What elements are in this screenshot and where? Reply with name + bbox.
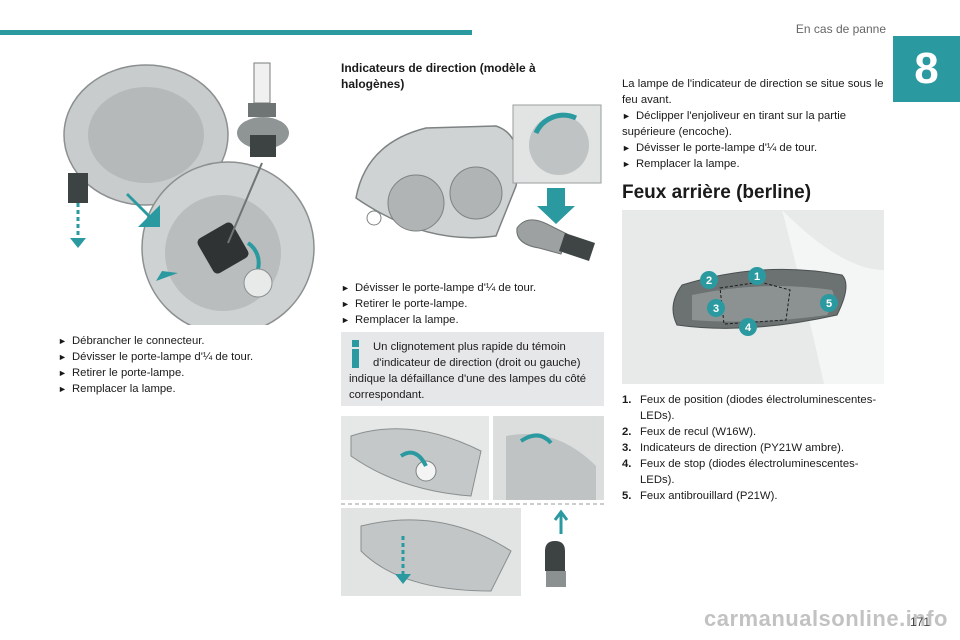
col1-step: ►Remplacer la lampe. bbox=[58, 383, 176, 395]
arrow-icon: ► bbox=[341, 283, 350, 293]
callout-4: 4 bbox=[739, 318, 757, 336]
header-title: En cas de panne bbox=[795, 22, 886, 36]
col2-step: ►Dévisser le porte-lampe d'¼ de tour. bbox=[341, 282, 537, 294]
list-item: 5.Feux antibrouillard (P21W). bbox=[622, 490, 778, 502]
watermark: carmanualsonline.info bbox=[704, 606, 948, 631]
section-heading-rear-lights: Feux arrière (berline) bbox=[622, 182, 812, 203]
callout-1: 1 bbox=[748, 267, 766, 285]
rear-light-illustration: 1 2 3 4 5 bbox=[622, 210, 884, 384]
chapter-badge: 8 bbox=[893, 36, 960, 102]
col1-steps: ►Débrancher le connecteur. ►Dévisser le … bbox=[58, 333, 320, 397]
arrow-icon: ► bbox=[622, 143, 631, 153]
arrow-icon: ► bbox=[341, 299, 350, 309]
arrow-icon: ► bbox=[58, 384, 67, 394]
svg-text:1: 1 bbox=[754, 271, 760, 283]
svg-text:4: 4 bbox=[745, 322, 752, 334]
callout-3: 3 bbox=[707, 299, 725, 317]
col2-steps: ►Dévisser le porte-lampe d'¼ de tour. ►R… bbox=[341, 280, 604, 328]
fog-lamp-illustration bbox=[58, 53, 320, 325]
svg-text:3: 3 bbox=[713, 303, 719, 315]
info-line-2: d'indicateur de direction (droit ou gauc… bbox=[373, 357, 581, 369]
col1-step: ►Débrancher le connecteur. bbox=[58, 335, 205, 347]
list-item: 4.Feux de stop (diodes électroluminescen… bbox=[622, 458, 859, 486]
callout-5: 5 bbox=[820, 294, 838, 312]
col1-step: ►Retirer le porte-lampe. bbox=[58, 367, 185, 379]
info-line-1: Un clignotement plus rapide du témoin bbox=[373, 341, 566, 353]
col1-step: ►Dévisser le porte-lampe d'¼ de tour. bbox=[58, 351, 254, 363]
col3-intro: La lampe de l'indicateur de direction se… bbox=[622, 78, 884, 106]
col3-step: ►Déclipper l'enjoliveur en tirant sur la… bbox=[622, 110, 846, 138]
rear-light-legend: 1.Feux de position (diodes électrolumine… bbox=[622, 392, 884, 504]
callout-2: 2 bbox=[700, 271, 718, 289]
led-indicator-illustration bbox=[341, 416, 604, 596]
arrow-icon: ► bbox=[58, 336, 67, 346]
col2-step: ►Retirer le porte-lampe. bbox=[341, 298, 468, 310]
list-item: 3.Indicateurs de direction (PY21W ambre)… bbox=[622, 442, 845, 454]
arrow-icon: ► bbox=[341, 315, 350, 325]
svg-text:5: 5 bbox=[826, 298, 832, 310]
col2-step: ►Remplacer la lampe. bbox=[341, 314, 459, 326]
arrow-icon: ► bbox=[622, 111, 631, 121]
col2-section-title: Indicateurs de direction (modèle à halog… bbox=[341, 61, 536, 91]
list-item: 1.Feux de position (diodes électrolumine… bbox=[622, 394, 877, 422]
page-number: 171 bbox=[909, 615, 930, 629]
col3-text: La lampe de l'indicateur de direction se… bbox=[622, 76, 884, 172]
halogen-indicator-illustration bbox=[341, 103, 604, 266]
list-item: 2.Feux de recul (W16W). bbox=[622, 426, 757, 438]
arrow-icon: ► bbox=[58, 352, 67, 362]
svg-text:2: 2 bbox=[706, 275, 712, 287]
info-icon bbox=[350, 340, 361, 368]
info-note: Un clignotement plus rapide du témoin d'… bbox=[341, 332, 604, 406]
header-accent-bar bbox=[0, 30, 472, 35]
arrow-icon: ► bbox=[622, 159, 631, 169]
arrow-icon: ► bbox=[58, 368, 67, 378]
info-rest: indique la défaillance d'une des lampes … bbox=[349, 373, 587, 401]
col3-step: ►Remplacer la lampe. bbox=[622, 158, 740, 170]
col3-step: ►Dévisser le porte-lampe d'¼ de tour. bbox=[622, 142, 818, 154]
